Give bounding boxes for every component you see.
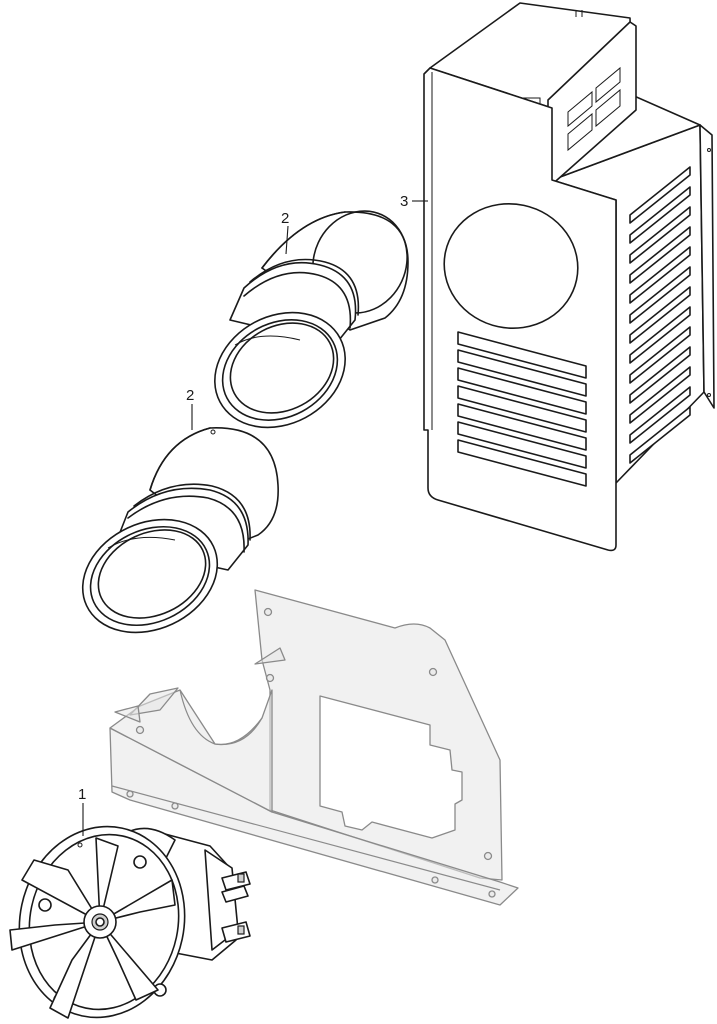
housing-side-louvers	[629, 166, 691, 464]
side-louver-slot	[629, 326, 691, 384]
side-louver-slot	[629, 166, 691, 224]
callout-2-lower: 2	[186, 387, 194, 404]
housing-air-opening	[443, 202, 579, 330]
mounting-plate-base	[109, 727, 519, 906]
callout-3: 3	[400, 193, 408, 210]
side-louver-slot	[629, 366, 691, 424]
fan-blades	[9, 837, 176, 1019]
side-louver-slot	[629, 226, 691, 284]
callout-2-upper: 2	[281, 210, 289, 227]
motor-terminals	[221, 871, 251, 943]
duct-lower-part: 2	[81, 387, 279, 634]
side-louver-slot	[629, 266, 691, 324]
side-louver-slot	[629, 186, 691, 244]
side-louver-slot	[629, 386, 691, 444]
duct-upper-part: 2	[214, 210, 409, 429]
fan-motor-part: 1	[9, 786, 251, 1019]
side-louver-slot	[629, 406, 691, 464]
housing-front-louvers	[457, 331, 587, 487]
side-louver-slot	[629, 286, 691, 344]
callout-1: 1	[78, 786, 86, 803]
side-louver-slot	[629, 346, 691, 404]
side-louver-slot	[629, 306, 691, 364]
side-louver-slot	[629, 206, 691, 264]
mounting-plate	[109, 589, 519, 906]
side-louver-slot	[629, 246, 691, 304]
housing-part: 3	[400, 2, 715, 552]
